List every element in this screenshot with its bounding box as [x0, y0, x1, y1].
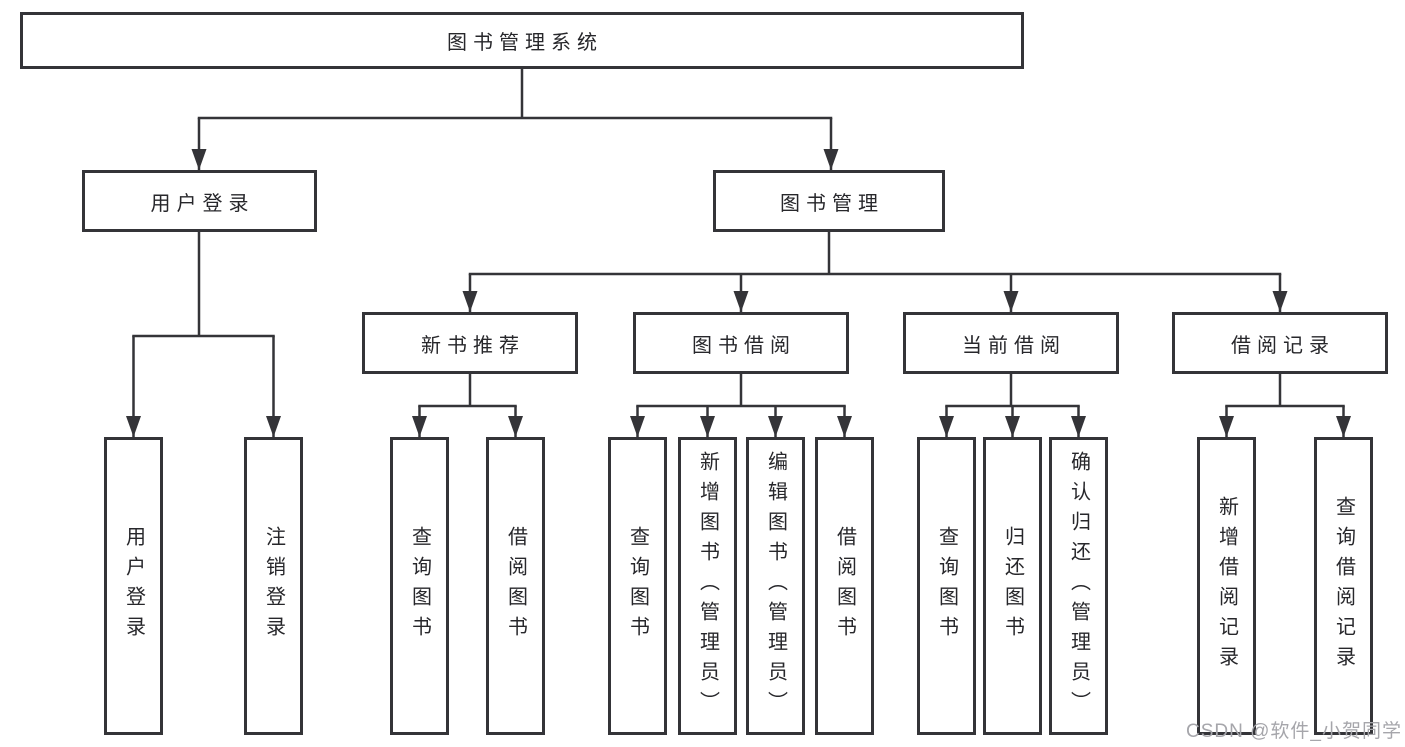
- leaf-label: 用户登录: [122, 526, 145, 646]
- leaf-label: 查询借阅记录: [1332, 496, 1355, 676]
- leaf-query-borrow-record: 查询借阅记录: [1314, 437, 1373, 735]
- leaf-label: 归还图书: [1001, 526, 1024, 646]
- leaf-user-login: 用户登录: [104, 437, 163, 735]
- node-label: 借阅记录: [1231, 334, 1335, 357]
- leaf-query-books-recommend: 查询图书: [390, 437, 449, 735]
- node-library-management-system: 图书管理系统: [20, 12, 1024, 69]
- node-book-borrow: 图书借阅: [633, 312, 849, 374]
- leaf-label: 新增借阅记录: [1215, 496, 1238, 676]
- leaf-label: 注销登录: [262, 526, 285, 646]
- node-current-borrow: 当前借阅: [903, 312, 1119, 374]
- leaf-return-books: 归还图书: [983, 437, 1042, 735]
- leaf-label: 查询图书: [626, 526, 649, 646]
- node-label: 图书管理: [780, 192, 884, 215]
- node-book-management: 图书管理: [713, 170, 945, 232]
- leaf-borrow-books-recommend: 借阅图书: [486, 437, 545, 735]
- node-label: 图书管理系统: [447, 32, 603, 54]
- node-label: 用户登录: [150, 192, 255, 215]
- leaf-label: 编辑图书（管理员）: [764, 451, 787, 721]
- leaf-query-books-current: 查询图书: [917, 437, 976, 735]
- csdn-watermark: CSDN @软件_小贺同学: [1186, 721, 1402, 742]
- leaf-label: 查询图书: [408, 526, 431, 646]
- leaf-edit-books-admin: 编辑图书（管理员）: [746, 437, 805, 735]
- leaf-label: 借阅图书: [833, 526, 856, 646]
- leaf-label: 确认归还（管理员）: [1067, 451, 1090, 721]
- node-label: 图书借阅: [692, 334, 796, 357]
- leaf-add-borrow-record: 新增借阅记录: [1197, 437, 1256, 735]
- leaf-add-books-admin: 新增图书（管理员）: [678, 437, 737, 735]
- leaf-label: 借阅图书: [504, 526, 527, 646]
- leaf-label: 新增图书（管理员）: [696, 451, 719, 721]
- leaf-confirm-return-admin: 确认归还（管理员）: [1049, 437, 1108, 735]
- node-new-book-recommend: 新书推荐: [362, 312, 578, 374]
- node-label: 当前借阅: [962, 334, 1066, 357]
- leaf-label: 查询图书: [935, 526, 958, 646]
- leaf-borrow-books: 借阅图书: [815, 437, 874, 735]
- node-label: 新书推荐: [421, 334, 525, 357]
- node-user-login: 用户登录: [82, 170, 317, 232]
- node-borrow-records: 借阅记录: [1172, 312, 1388, 374]
- leaf-logout: 注销登录: [244, 437, 303, 735]
- leaf-query-books-borrow: 查询图书: [608, 437, 667, 735]
